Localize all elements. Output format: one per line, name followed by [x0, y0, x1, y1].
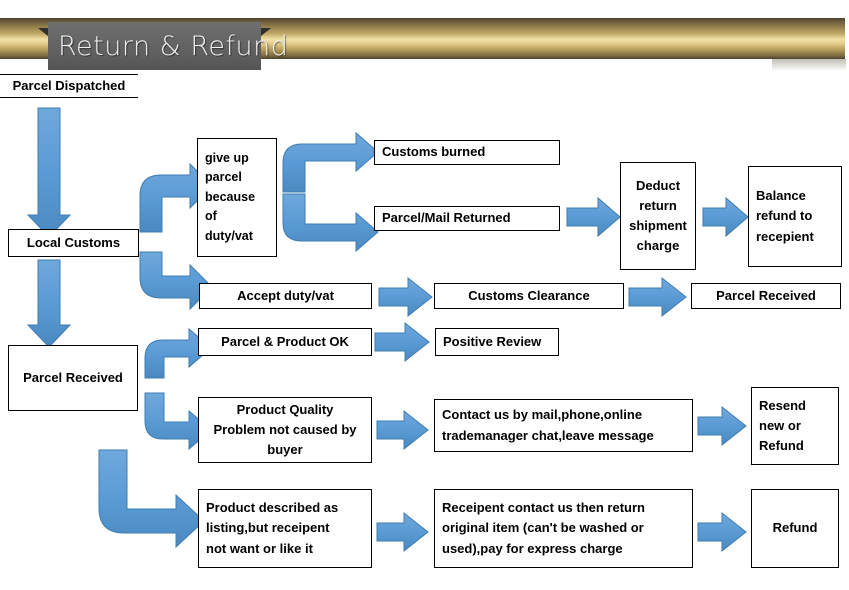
arrow-ok-to-review — [374, 321, 430, 363]
arrow-returned-to-deduct — [566, 196, 621, 238]
title-banner: Return & Refund — [0, 14, 849, 71]
node-line: Positive Review — [443, 333, 542, 349]
node-line: recepient — [756, 228, 814, 244]
arrow-accept-to-clearance — [378, 276, 433, 318]
node-give-up-parcel[interactable]: give up parcel because of duty/vat — [197, 138, 277, 257]
node-line: Problem not caused by — [213, 421, 357, 437]
node-parcel-dispatched[interactable]: Parcel Dispatched — [0, 74, 138, 98]
node-line: trademanager chat,leave message — [442, 427, 654, 443]
node-line: because — [205, 189, 256, 204]
ribbon-tab — [48, 22, 261, 70]
arrow-giveup-to-returned — [282, 193, 379, 253]
node-line: Refund — [772, 520, 818, 536]
arrow-deduct-to-balance — [702, 196, 749, 238]
node-line: buyer — [267, 442, 303, 458]
node-customs-burned[interactable]: Customs burned — [374, 140, 560, 165]
node-line: return — [639, 197, 677, 213]
node-line: Parcel/Mail Returned — [382, 210, 511, 226]
node-line: new or — [759, 417, 801, 433]
node-parcel-mail-returned[interactable]: Parcel/Mail Returned — [374, 206, 560, 231]
node-accept-duty-vat[interactable]: Accept duty/vat — [199, 283, 372, 309]
node-line: Parcel Received — [716, 287, 816, 303]
arrow-contact-to-resend — [697, 405, 747, 447]
arrow-clearance-to-received — [628, 276, 687, 318]
node-line: parcel — [205, 170, 242, 185]
node-parcel-received-right[interactable]: Parcel Received — [691, 283, 841, 309]
node-line: duty/vat — [205, 228, 253, 243]
node-deduct-return-charge[interactable]: Deduct return shipment charge — [620, 162, 696, 270]
node-line: Customs Clearance — [468, 287, 590, 303]
node-line: Contact us by mail,phone,online — [442, 407, 643, 423]
ribbon-notch-left-icon — [38, 28, 48, 36]
node-local-customs[interactable]: Local Customs — [8, 229, 139, 257]
node-line: listing,but receipent — [206, 520, 330, 536]
node-line: Parcel Received — [23, 369, 123, 385]
node-line: not want or like it — [206, 540, 313, 556]
node-line: refund to — [756, 208, 813, 224]
banner-shadow — [772, 59, 846, 71]
arrow-customs-to-received — [26, 259, 72, 348]
node-line: Balance — [756, 188, 806, 204]
node-line: used),pay for express charge — [442, 540, 623, 556]
node-line: Parcel & Product OK — [221, 333, 349, 349]
node-balance-refund[interactable]: Balance refund to recepient — [748, 166, 842, 267]
node-product-quality-problem[interactable]: Product Quality Problem not caused by bu… — [198, 397, 372, 463]
node-refund[interactable]: Refund — [751, 489, 839, 568]
page-title: Return & Refund — [58, 31, 289, 62]
node-customs-clearance[interactable]: Customs Clearance — [434, 283, 624, 309]
node-line: Receipent contact us then return — [442, 500, 645, 516]
node-line: Deduct — [635, 177, 681, 193]
node-line: shipment — [629, 218, 687, 233]
node-line: Product described as — [206, 500, 339, 516]
node-line: Customs burned — [382, 144, 486, 160]
node-line: charge — [636, 238, 680, 254]
node-line: of — [205, 209, 217, 224]
arrow-giveup-to-burned — [282, 131, 379, 193]
node-resend-or-refund[interactable]: Resend new or Refund — [751, 387, 839, 465]
node-positive-review[interactable]: Positive Review — [435, 328, 559, 356]
ribbon-notch-right-icon — [261, 28, 271, 36]
node-contact-us[interactable]: Contact us by mail,phone,online trademan… — [434, 399, 693, 452]
arrow-dispatched-to-customs — [26, 107, 72, 238]
node-line: original item (can't be washed or — [442, 520, 644, 536]
arrow-return-to-refund — [697, 511, 747, 553]
node-product-as-described[interactable]: Product described as listing,but receipe… — [198, 489, 372, 568]
node-line: Resend — [759, 397, 806, 413]
arrow-described-to-return — [376, 511, 429, 553]
node-line: give up — [205, 151, 249, 166]
node-line: Parcel Dispatched — [12, 77, 126, 93]
node-line: Product Quality — [236, 401, 334, 417]
arrow-quality-to-contact — [376, 409, 429, 451]
node-recipient-return[interactable]: Receipent contact us then return origina… — [434, 489, 693, 568]
node-parcel-product-ok[interactable]: Parcel & Product OK — [198, 328, 372, 356]
node-line: Accept duty/vat — [237, 287, 334, 303]
node-parcel-received-left[interactable]: Parcel Received — [8, 345, 138, 411]
arrow-received-to-described — [98, 449, 205, 549]
node-line: Local Customs — [26, 234, 121, 250]
node-line: Refund — [759, 438, 804, 454]
